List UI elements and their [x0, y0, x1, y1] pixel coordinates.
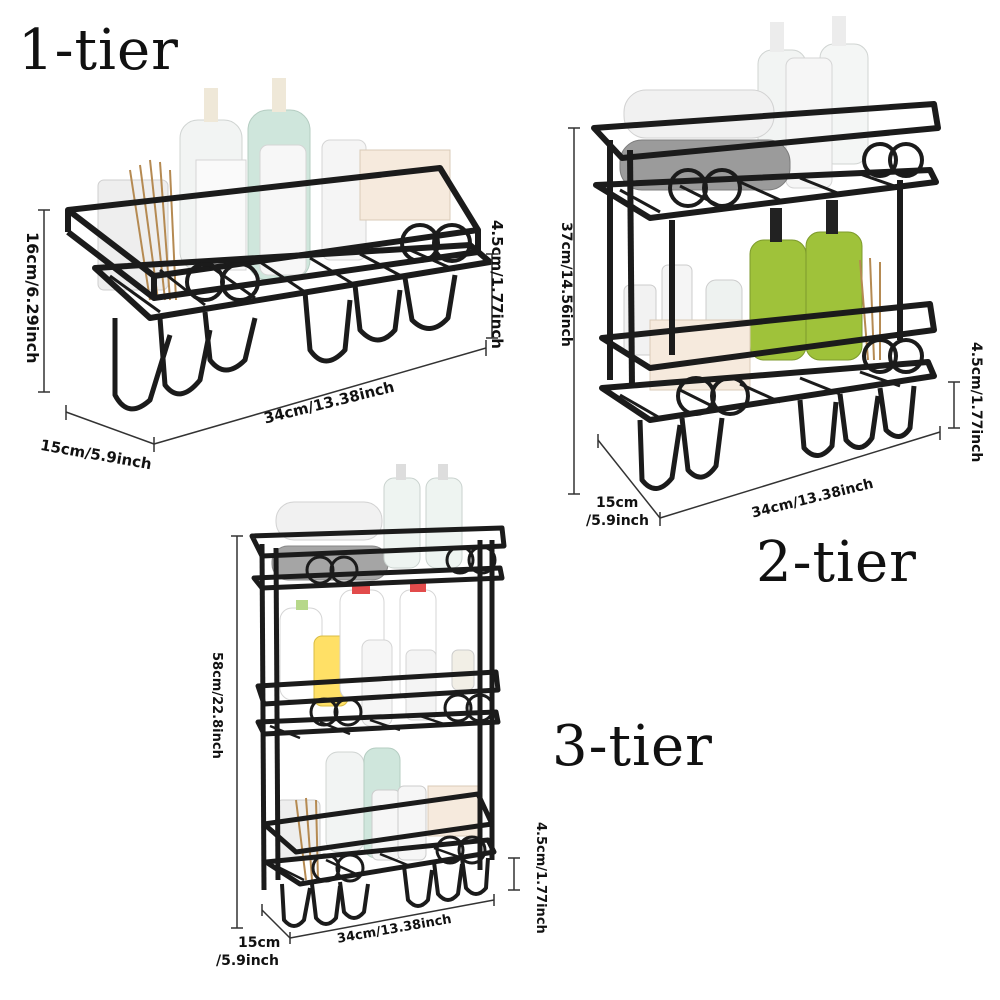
tier2-dimension-lines — [568, 127, 960, 526]
tier3-products — [271, 464, 479, 881]
tier3-depth-cm: 15cm — [238, 935, 281, 951]
tier2-depth-dimension: 15cm /5.9inch — [586, 494, 649, 530]
tier3-depth-dimension: 15cm /5.9inch — [216, 934, 280, 970]
tier2-depth-cm: 15cm — [596, 495, 639, 511]
tier3-label: 3-tier — [552, 714, 713, 779]
tier3-height-dimension: 58cm/22.8inch — [209, 652, 224, 759]
tier1-frame — [65, 165, 493, 412]
tier1-dimension-lines — [38, 209, 498, 452]
tier3-dimension-lines — [231, 535, 520, 944]
tier3-rail-dimension: 4.5cm/1.77inch — [533, 822, 548, 934]
tier1-products — [97, 78, 451, 301]
tier2-label: 2-tier — [756, 530, 917, 595]
tier2-frame — [591, 101, 941, 491]
tier1-label: 1-tier — [18, 18, 179, 83]
tier3-frame — [249, 525, 507, 928]
tier2-depth-inch: /5.9inch — [586, 513, 649, 529]
tier3-depth-inch: /5.9inch — [216, 953, 279, 969]
